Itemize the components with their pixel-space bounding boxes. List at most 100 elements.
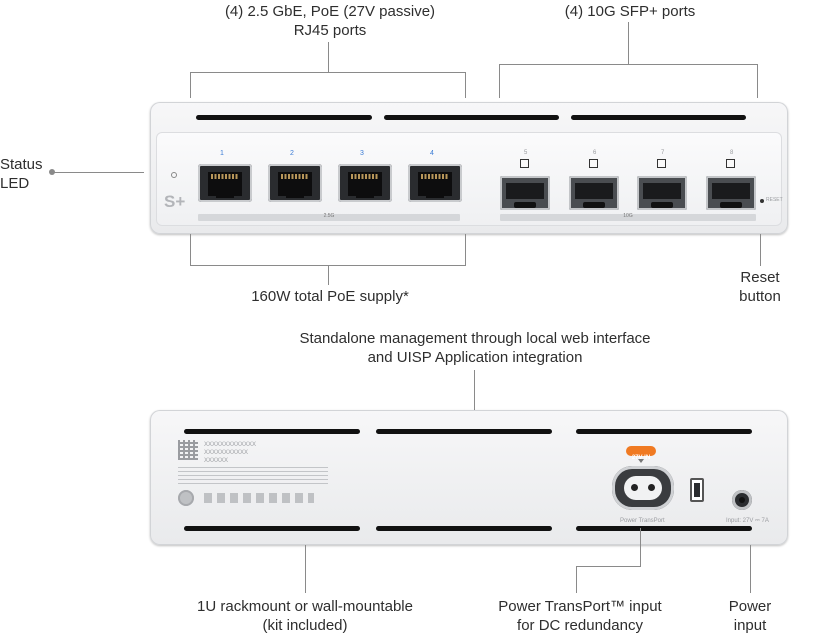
port-group-bar-10g: 10G [500, 213, 756, 221]
power-input-pointer [750, 545, 751, 593]
power-input-pin [739, 497, 745, 503]
power-input-label: Power input [716, 597, 784, 635]
label-line: XXXXXX [204, 458, 229, 464]
status-led [171, 172, 177, 178]
power-transport-label: Power TransPort™ input for DC redundancy [480, 597, 680, 635]
poe-supply-label: 160W total PoE supply* [251, 288, 409, 305]
vent-slot [376, 429, 552, 434]
vent-slot [196, 115, 372, 120]
rackmount-label-line2: (kit included) [262, 617, 348, 634]
sfp-port-6[interactable] [569, 176, 619, 210]
rj45-bracket-top [190, 72, 466, 73]
rj45-ports-label: (4) 2.5 GbE, PoE (27V passive) RJ45 port… [180, 2, 480, 40]
vent-slot [571, 115, 746, 120]
bar-10g-label: 10G [623, 213, 633, 219]
regulatory-text [178, 466, 328, 484]
rj45-bracket-stem [328, 42, 329, 72]
power-transport-pointer-v2 [576, 566, 577, 593]
port-number: 2 [290, 150, 294, 157]
label-line: XXXXXXXXXXX [204, 450, 249, 456]
front-inner-panel: S+ 1 2 3 4 2.5G 5 6 7 8 10G RESET [156, 132, 783, 226]
sfp-led [589, 159, 598, 168]
sfp-bracket-top [499, 64, 758, 65]
rj45-bracket-left [190, 72, 191, 98]
sfp-led [520, 159, 529, 168]
port-number: 7 [661, 150, 665, 156]
reset-button-label: Reset button [725, 268, 795, 306]
sfp-port-7[interactable] [637, 176, 687, 210]
poe-bracket-left [190, 234, 191, 266]
management-label-line1: Standalone management through local web … [299, 330, 651, 347]
front-panel: S+ 1 2 3 4 2.5G 5 6 7 8 10G RESET [150, 102, 788, 234]
socket-pin [631, 484, 638, 491]
power-transport-label-line1: Power TransPort™ input [498, 598, 662, 615]
poe-bracket-right [465, 234, 466, 266]
sfp-bracket-left [499, 64, 500, 98]
bar-25g-label: 2.5G [323, 213, 335, 219]
sfp-led [657, 159, 666, 168]
vent-slot [576, 429, 752, 434]
port-number: 4 [430, 150, 434, 157]
power-switch[interactable] [690, 478, 704, 502]
power-transport-connector[interactable] [612, 466, 674, 510]
status-led-pointer-dot [49, 169, 55, 175]
port-number: 8 [730, 150, 734, 156]
power-input-text: Input: 27V ⎓ 7A [726, 518, 769, 524]
port-number: 1 [220, 150, 224, 157]
vent-slot [184, 429, 360, 434]
vent-slot [184, 526, 360, 531]
rj45-port-2[interactable] [268, 164, 322, 202]
power-input-label-line2: input [733, 617, 767, 634]
rj45-port-1[interactable] [198, 164, 252, 202]
rj45-bracket-right [465, 72, 466, 98]
management-label: Standalone management through local web … [255, 329, 695, 367]
status-led-label-line2: LED [0, 175, 30, 192]
vent-slot [384, 115, 559, 120]
status-led-label: Status LED [0, 155, 43, 193]
power-transport-badge: 27V IN [626, 446, 656, 461]
rackmount-pointer [305, 545, 306, 593]
power-switch-knob [694, 483, 700, 497]
management-pointer [474, 370, 475, 411]
sfp-ports-label: (4) 10G SFP+ ports [564, 3, 696, 20]
rj45-port-4[interactable] [408, 164, 462, 202]
power-transport-label-line2: for DC redundancy [517, 617, 643, 634]
power-transport-pointer-h [576, 566, 641, 567]
rj45-port-3[interactable] [338, 164, 392, 202]
port-number: 6 [593, 150, 597, 156]
sfp-bracket-stem [628, 22, 629, 64]
reset-button-label-line2: button [739, 288, 781, 305]
vent-slot [376, 526, 552, 531]
vent-slot [576, 526, 752, 531]
power-transport-arrow-icon [638, 459, 644, 463]
sfp-port-8[interactable] [706, 176, 756, 210]
rj45-ports-label-line1: (4) 2.5 GbE, PoE (27V passive) [224, 3, 436, 20]
reset-button[interactable] [760, 199, 764, 203]
ground-screw-icon [178, 490, 194, 506]
port-group-bar-25g: 2.5G [198, 213, 460, 221]
sfp-led [726, 159, 735, 168]
power-transport-socket [624, 476, 662, 500]
port-number: 5 [524, 150, 528, 156]
management-label-line2: and UISP Application integration [367, 349, 583, 366]
reset-text: RESET [766, 197, 783, 203]
reset-button-label-line1: Reset [740, 269, 780, 286]
rear-panel: XXXXXXXXXXXXX XXXXXXXXXXX XXXXXX 27V IN … [150, 410, 788, 545]
rackmount-label: 1U rackmount or wall-mountable (kit incl… [170, 597, 440, 635]
power-transport-badge-text: 27V IN [631, 455, 651, 461]
certification-marks [204, 493, 314, 503]
power-input-jack[interactable] [732, 490, 752, 510]
device-logo: S+ [164, 192, 186, 211]
rj45-ports-label-line2: RJ45 ports [293, 22, 367, 39]
port-number: 3 [360, 150, 364, 157]
sfp-bracket-right [757, 64, 758, 98]
label-line: XXXXXXXXXXXXX [204, 442, 257, 448]
qr-code [178, 440, 198, 460]
rackmount-label-line1: 1U rackmount or wall-mountable [197, 598, 413, 615]
power-transport-pointer-v1 [640, 528, 641, 566]
reset-pointer [760, 234, 761, 266]
poe-bracket-stem [328, 265, 329, 285]
status-led-label-line1: Status [0, 156, 43, 173]
socket-pin [648, 484, 655, 491]
sfp-port-5[interactable] [500, 176, 550, 210]
